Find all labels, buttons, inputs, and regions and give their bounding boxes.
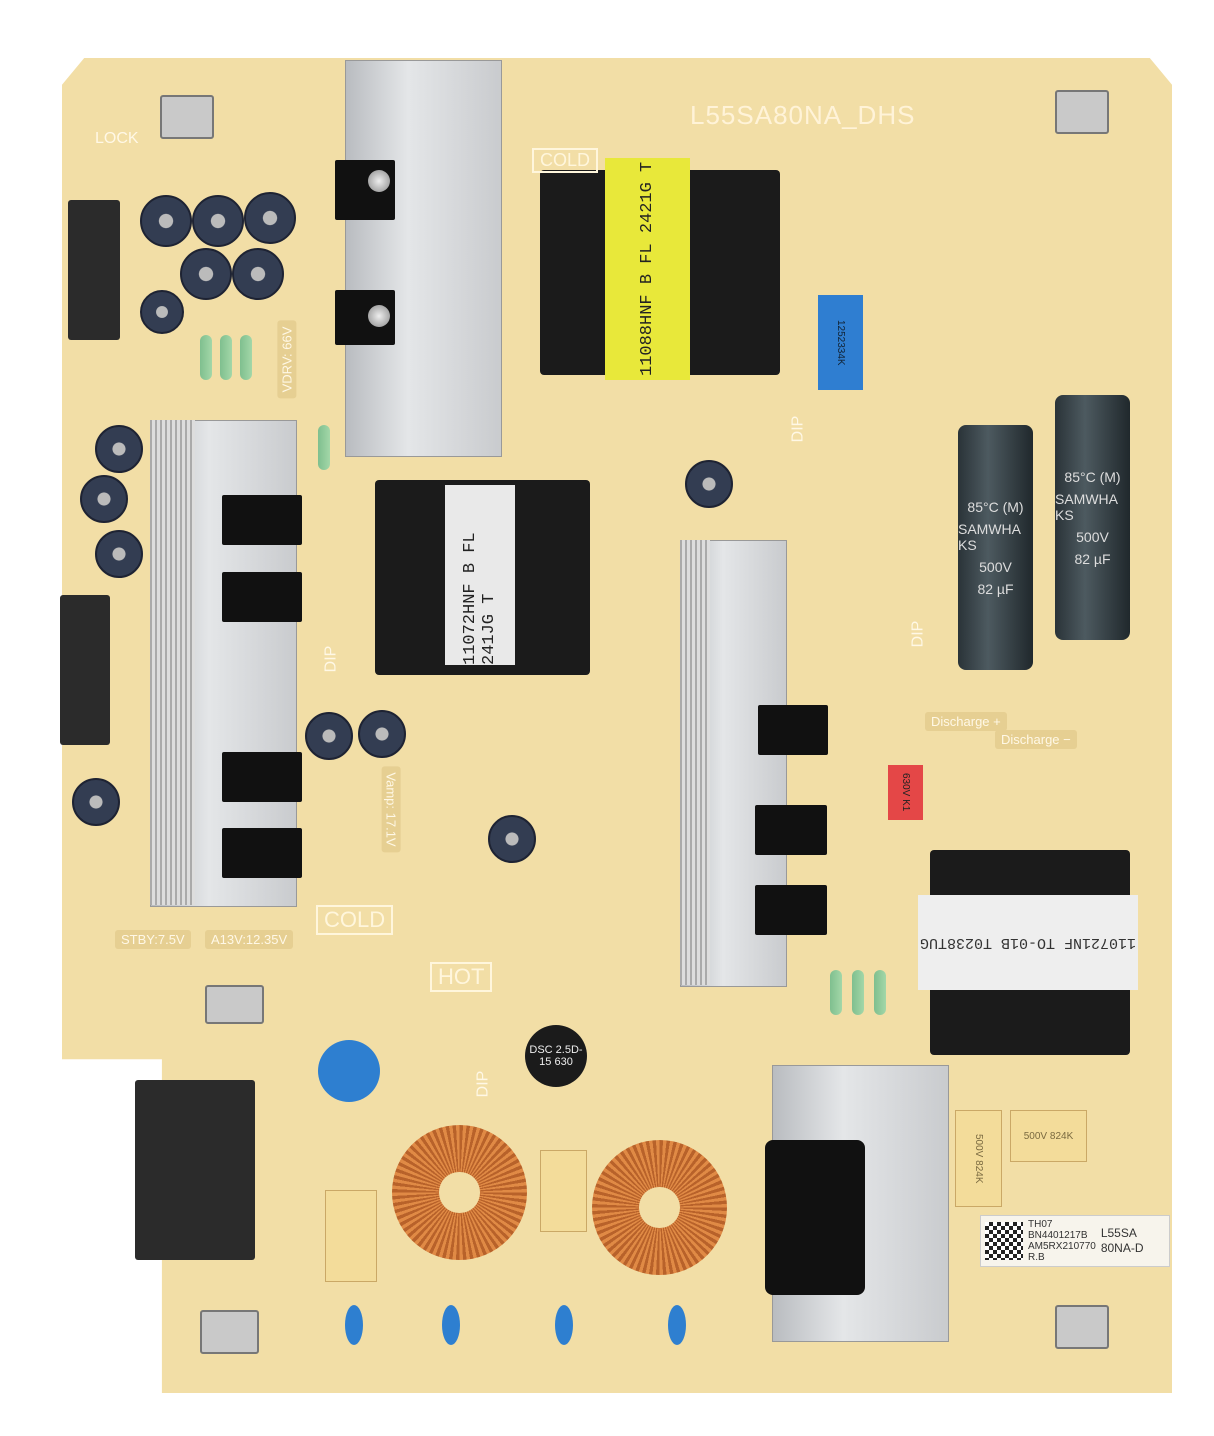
transistor: [222, 752, 302, 802]
capacitor: [140, 195, 192, 247]
cap-capacitance: 82 µF: [977, 580, 1014, 597]
resistor: [220, 335, 232, 380]
lock-label: LOCK: [95, 130, 139, 147]
cap-brand: SAMWHA KS: [958, 520, 1021, 553]
standby-transformer-label: 110721NF TO-01B T0238TUG: [918, 895, 1138, 990]
mounting-clip: [1055, 90, 1109, 134]
capacitor: [685, 460, 733, 508]
mounting-clip: [160, 95, 214, 139]
x-capacitor: [540, 1150, 587, 1232]
capacitor: [244, 192, 296, 244]
qr-code-icon: [985, 1222, 1023, 1260]
mounting-clip: [1055, 1305, 1109, 1349]
label-line-1: TH07: [1028, 1219, 1053, 1230]
capacitor: [488, 815, 536, 863]
cap-temp: 85°C (M): [967, 498, 1024, 515]
dip-label: DIP: [909, 620, 927, 648]
dip-label: DIP: [474, 1070, 492, 1098]
mounting-clip: [200, 1310, 259, 1354]
cap-voltage: 500V: [979, 558, 1012, 575]
ntc-thermistor: DSC 2.5D-15 630: [525, 1025, 587, 1087]
discharge-minus-label: Discharge −: [995, 730, 1077, 749]
main-transformer-label: 11088HNF B FL 2421G T: [605, 158, 690, 380]
y-capacitor: [442, 1305, 460, 1345]
bridge-rectifier: [765, 1140, 865, 1295]
capacitor: [80, 475, 128, 523]
cap-brand: SAMWHA KS: [1055, 490, 1118, 523]
dip-label: DIP: [322, 645, 340, 673]
vdrv-label: VDRV: 66V: [277, 320, 297, 399]
heatsink-top: [345, 60, 502, 457]
cold-zone-label: COLD: [532, 148, 599, 173]
cold-zone-label: COLD: [316, 905, 394, 935]
transistor: [222, 572, 302, 622]
x-capacitor: [325, 1190, 377, 1282]
common-mode-choke: [392, 1125, 527, 1260]
capacitor: [192, 195, 244, 247]
heatsink-fins: [680, 540, 710, 985]
capacitor: [95, 530, 143, 578]
resistor: [200, 335, 212, 380]
heatsink-fins: [150, 420, 195, 905]
y-capacitor: [555, 1305, 573, 1345]
vamp-label: Vamp: 17.1V: [381, 766, 401, 853]
a13v-voltage-label: A13V:12.35V: [205, 930, 294, 949]
capacitor: [140, 290, 184, 334]
product-label: TH07 BN4401217B AM5RX210770 R.B L55SA 80…: [980, 1215, 1170, 1267]
cap-voltage: 500V: [1076, 528, 1109, 545]
resistor: [830, 970, 842, 1015]
film-capacitor-blue: 1252334K: [818, 295, 863, 390]
hv-capacitor: 85°C (M) SAMWHA KS 500V 82 µF: [1055, 395, 1130, 640]
cap-capacitance: 82 µF: [1074, 550, 1111, 567]
transistor: [755, 805, 827, 855]
resistor: [874, 970, 886, 1015]
discharge-plus-label: Discharge +: [925, 712, 1007, 731]
capacitor: [95, 425, 143, 473]
label-model-1: L55SA: [1100, 1226, 1137, 1240]
capacitor: [305, 712, 353, 760]
ac-input-connector: [135, 1080, 255, 1260]
model-silkscreen: L55SA80NA_DHS: [690, 100, 916, 130]
film-capacitor-red: 630V K1: [888, 765, 923, 820]
screw-icon: [368, 305, 390, 327]
hv-capacitor: 85°C (M) SAMWHA KS 500V 82 µF: [958, 425, 1033, 670]
screw-icon: [368, 170, 390, 192]
label-model-2: 80NA-D: [1100, 1241, 1144, 1255]
transistor: [335, 160, 395, 220]
x-capacitor: 500V 824K: [1010, 1110, 1087, 1162]
transistor: [755, 885, 827, 935]
stby-voltage-label: STBY:7.5V: [115, 930, 191, 949]
hot-zone-label: HOT: [430, 962, 493, 992]
resistor: [852, 970, 864, 1015]
capacitor: [358, 710, 406, 758]
dip-label: DIP: [789, 415, 807, 443]
x-capacitor: 500V 824K: [955, 1110, 1002, 1207]
y-capacitor: [345, 1305, 363, 1345]
label-line-4: R.B: [1028, 1252, 1045, 1263]
resistor: [240, 335, 252, 380]
capacitor: [232, 248, 284, 300]
capacitor: [72, 778, 120, 826]
label-line-2: BN4401217B: [1028, 1230, 1088, 1241]
y-capacitor: [668, 1305, 686, 1345]
mounting-clip: [205, 985, 264, 1024]
cap-temp: 85°C (M): [1064, 468, 1121, 485]
transistor: [758, 705, 828, 755]
common-mode-choke: [592, 1140, 727, 1275]
transistor: [222, 828, 302, 878]
connector: [68, 200, 120, 340]
connector: [60, 595, 110, 745]
varistor: [318, 1040, 380, 1102]
resistor: [318, 425, 330, 470]
transistor: [222, 495, 302, 545]
capacitor: [180, 248, 232, 300]
aux-transformer-label: 11072HNF B FL 241JG T: [445, 485, 515, 665]
label-line-3: AM5RX210770: [1028, 1241, 1096, 1252]
